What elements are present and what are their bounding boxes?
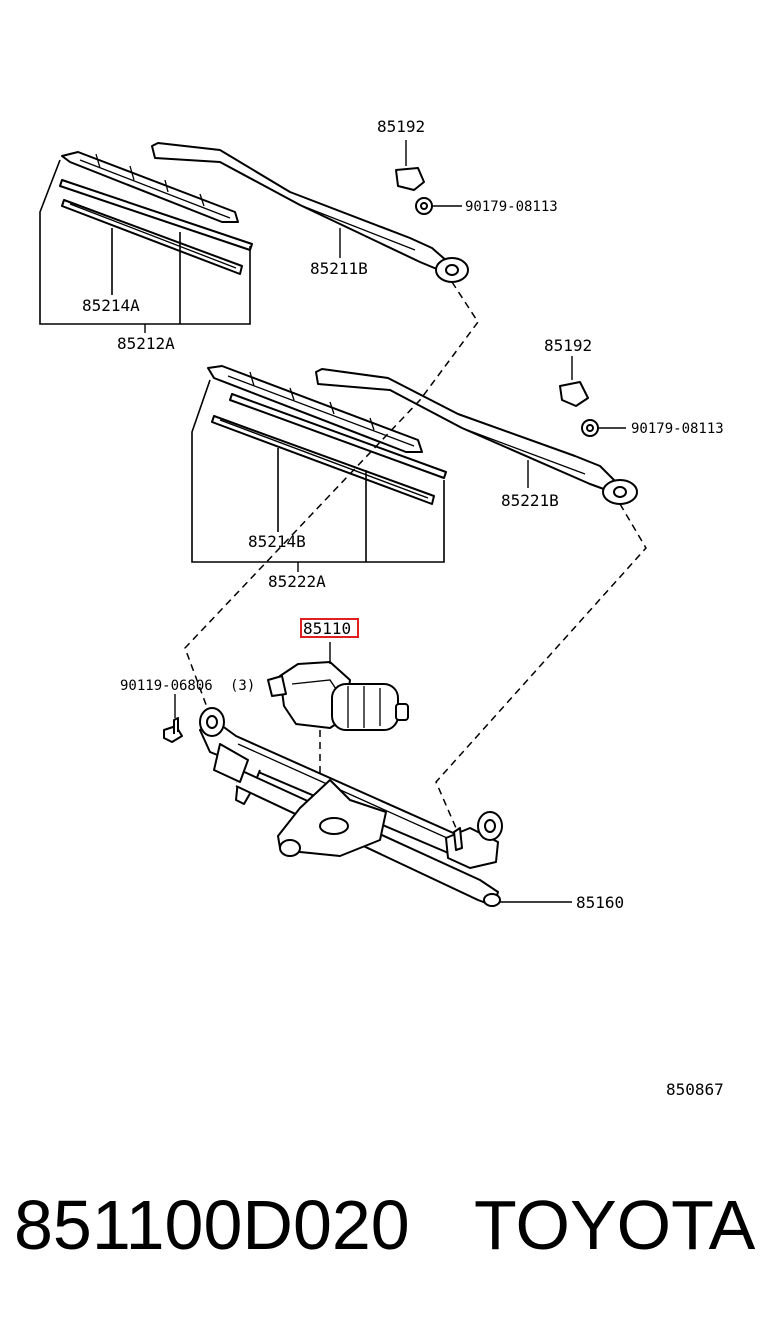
wiper-arm-left (315, 368, 638, 505)
nut-lower (581, 419, 626, 437)
blade-left-brackets (191, 379, 445, 572)
footer-brand: TOYOTA (474, 1186, 756, 1264)
wiper-blade-left (207, 365, 447, 505)
label-bolt-qty: (3) (230, 678, 255, 694)
blade-right-brackets (39, 159, 251, 333)
cap-upper (395, 140, 425, 191)
label-blade-right: 85212A (117, 334, 175, 353)
label-bolt: 90119-06806 (120, 678, 213, 694)
label-nut-lower: 90179-08113 (631, 421, 724, 437)
label-motor[interactable]: 85110 (303, 619, 351, 638)
nut-upper (415, 197, 462, 215)
footer-part-number: 851100D020 (14, 1186, 410, 1264)
label-blade-left: 85222A (268, 572, 326, 591)
wiper-arm-right (151, 142, 469, 283)
label-cap-upper: 85192 (377, 117, 425, 136)
label-refill-right: 85214A (82, 296, 140, 315)
bolt (163, 694, 183, 743)
motor-highlight-box (300, 618, 359, 638)
wiper-motor (267, 642, 409, 731)
label-arm-left: 85221B (501, 491, 559, 510)
label-refill-left: 85214B (248, 532, 306, 551)
wiper-linkage (199, 707, 572, 907)
cap-lower (559, 356, 589, 407)
diagram-code: 850867 (666, 1080, 724, 1099)
label-linkage: 85160 (576, 893, 624, 912)
label-cap-lower: 85192 (544, 336, 592, 355)
label-arm-right: 85211B (310, 259, 368, 278)
wiper-blade-right (59, 151, 253, 275)
label-nut-upper: 90179-08113 (465, 199, 558, 215)
